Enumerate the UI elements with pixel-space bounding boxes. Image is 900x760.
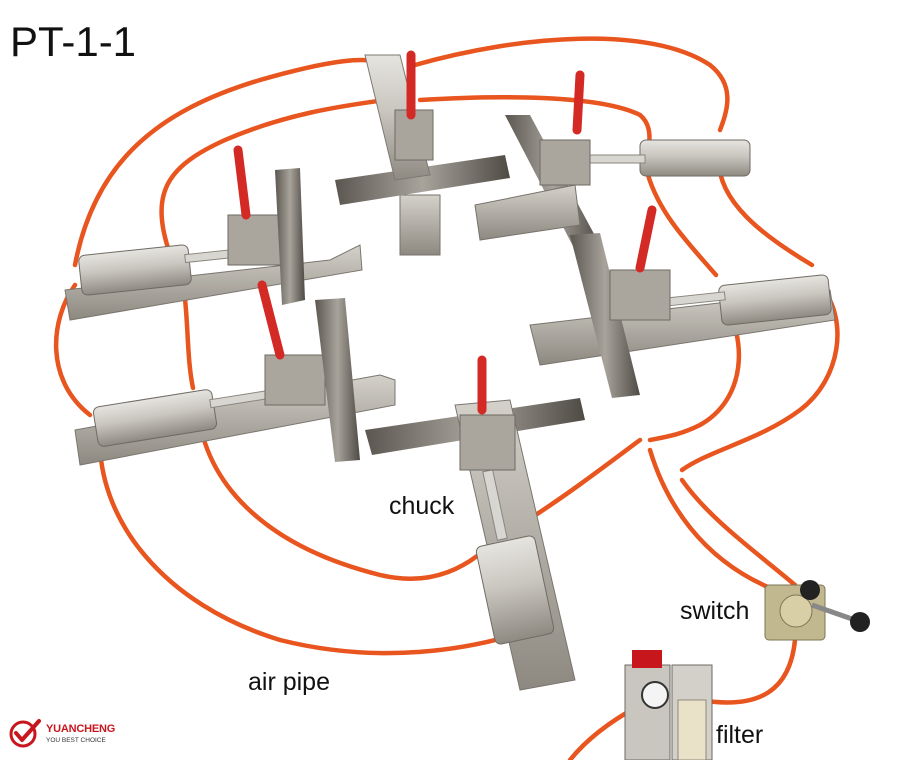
air-filter-regulator	[624, 650, 713, 760]
air-pipe	[679, 477, 798, 588]
switch-label: switch	[680, 597, 750, 625]
page-title: PT-1-1	[10, 18, 137, 65]
air-pipe	[195, 407, 508, 581]
air-pipe	[647, 447, 778, 593]
fixture-left-upper	[64, 145, 363, 321]
clamp-handle	[635, 205, 657, 273]
air-pipe-label: air pipe	[248, 668, 330, 696]
fixture-bottom-chuck	[365, 355, 585, 691]
air-pipe	[697, 637, 798, 705]
filter-label: filter	[716, 721, 764, 749]
air-pipe	[412, 36, 730, 133]
logo-brand-text: YUANCHENG	[46, 723, 116, 735]
air-pipe	[159, 97, 388, 251]
logo-slogan-text: YOU BEST CHOICE	[46, 737, 106, 744]
clamp-handle	[572, 70, 585, 135]
fixture-right-middle	[529, 205, 836, 398]
pneumatic-switch	[764, 580, 870, 641]
fixture-top-center	[335, 50, 510, 256]
air-pipe	[645, 172, 719, 278]
fixture-top-right	[474, 70, 751, 250]
air-pipe	[679, 282, 840, 473]
brand-logo: YUANCHENG YOU BEST CHOICE	[8, 715, 118, 751]
air-pipe	[97, 427, 533, 656]
air-pipe	[417, 94, 652, 158]
chuck-label: chuck	[389, 492, 455, 520]
air-pipe	[517, 437, 643, 528]
air-pipe	[72, 57, 388, 268]
clamp-handle	[257, 280, 285, 360]
checkmark-logo-icon	[9, 719, 41, 748]
fixture-left-lower	[74, 280, 396, 466]
clamp-handle	[233, 145, 251, 220]
